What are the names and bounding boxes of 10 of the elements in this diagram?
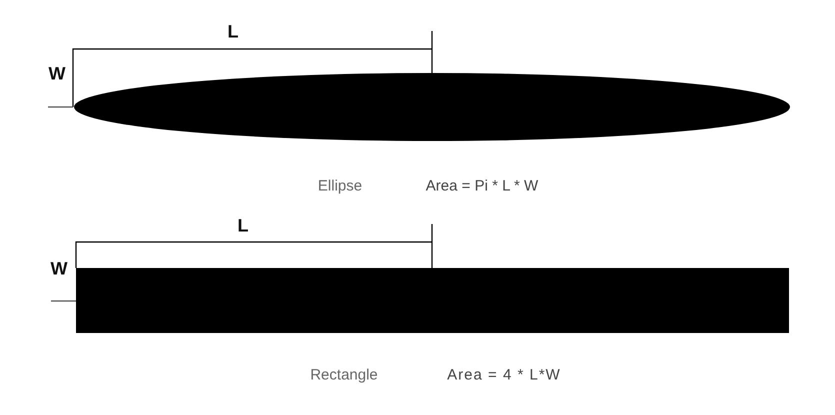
dimension-label: L <box>238 216 248 236</box>
dimension-label: W <box>50 258 68 280</box>
area-formula: Area = 4 * L*W <box>447 366 561 384</box>
ellipse-shape <box>74 73 790 141</box>
shape-caption: Ellipse <box>318 178 362 194</box>
dimension-label: L <box>228 22 238 42</box>
dimension-label: W <box>48 64 66 84</box>
area-formula: Area = Pi * L * W <box>426 178 538 194</box>
rectangle-shape <box>76 268 789 333</box>
shape-caption: Rectangle <box>310 366 378 384</box>
